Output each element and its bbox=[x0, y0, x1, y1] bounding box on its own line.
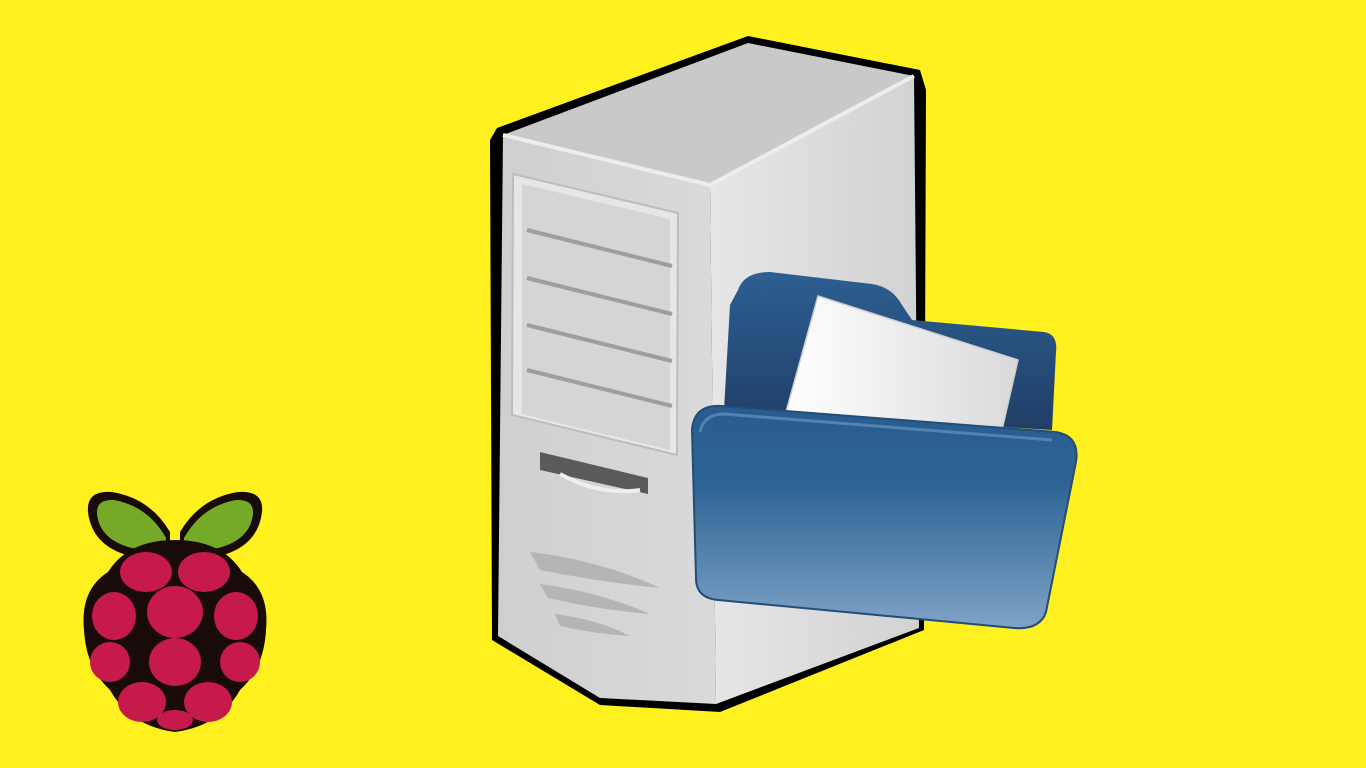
raspberry-pi-logo-icon bbox=[83, 491, 267, 732]
raspberry-drupelets bbox=[90, 552, 260, 730]
folder-icon bbox=[690, 272, 1078, 630]
drive-bay-lines bbox=[526, 228, 673, 408]
server-tower-icon bbox=[490, 36, 926, 712]
vent-grille bbox=[530, 552, 660, 636]
